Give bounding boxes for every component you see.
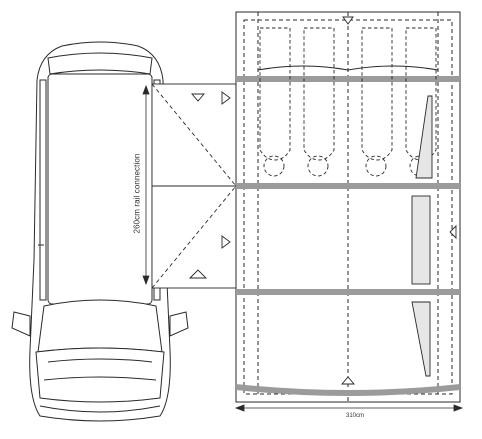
pole-bands (236, 76, 460, 396)
rail-connection-label: 260cm rail connection (126, 108, 148, 278)
connector-tunnel (151, 83, 237, 289)
width-dimension-line (234, 404, 464, 412)
rail-connection-text: 260cm rail connection (132, 153, 142, 233)
width-label: 310cm (345, 413, 364, 419)
side-panels (411, 95, 433, 377)
rail-dimension-line (142, 84, 150, 286)
door-markers (341, 16, 457, 385)
van-outline (11, 41, 189, 422)
